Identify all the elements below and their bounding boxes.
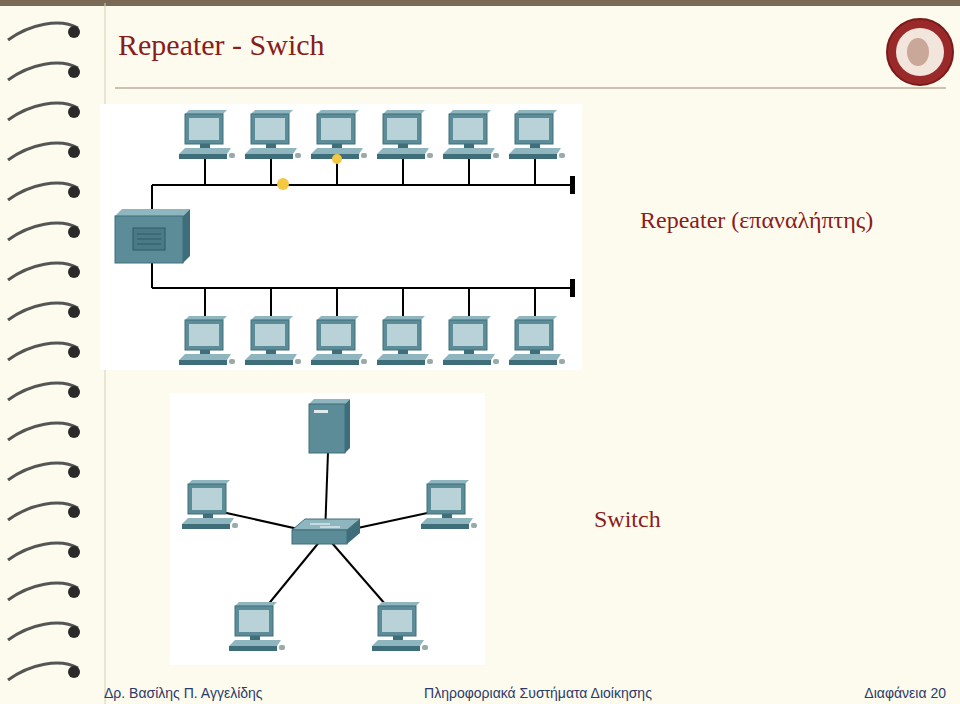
spiral-ring <box>8 63 78 80</box>
binding-hole <box>68 226 80 238</box>
computer-icon <box>372 602 428 651</box>
computer-icon <box>179 316 235 365</box>
title-rule <box>115 87 946 88</box>
binding-hole <box>68 546 80 558</box>
binding-hole <box>68 306 80 318</box>
spiral-ring <box>8 463 78 480</box>
spiral-ring <box>8 623 78 640</box>
binding-hole <box>68 146 80 158</box>
repeater-network <box>115 110 575 365</box>
spiral-ring <box>8 383 78 400</box>
top-bar <box>0 0 960 6</box>
binding-hole <box>68 626 80 638</box>
binding-hole <box>68 66 80 78</box>
spiral-ring <box>8 543 78 560</box>
spiral-ring <box>8 303 78 320</box>
binding-hole <box>68 506 80 518</box>
computer-icon <box>509 316 565 365</box>
spiral-ring <box>8 223 78 240</box>
spiral-ring <box>8 263 78 280</box>
spiral-ring <box>8 663 78 680</box>
computer-icon <box>443 110 499 159</box>
university-logo <box>887 19 953 85</box>
binding-hole <box>68 346 80 358</box>
binding-hole <box>68 666 80 678</box>
binding-hole <box>68 586 80 598</box>
spiral-ring <box>8 343 78 360</box>
binding-hole <box>68 186 80 198</box>
computer-icon <box>179 110 235 159</box>
switch-panel <box>170 393 485 665</box>
spiral-ring <box>8 183 78 200</box>
computer-icon <box>311 110 367 159</box>
computer-icon <box>245 110 301 159</box>
spiral-ring <box>8 143 78 160</box>
computer-icon <box>377 316 433 365</box>
switch-network <box>182 399 477 651</box>
binding-hole <box>68 266 80 278</box>
server-tower <box>309 399 350 453</box>
author-footer: Δρ. Βασίλης Π. Αγγελίδης <box>104 685 263 701</box>
slide-number: Διαφάνεια 20 <box>864 685 946 701</box>
signal-dot <box>277 178 289 190</box>
spiral-ring <box>8 423 78 440</box>
course-footer: Πληροφοριακά Συστήματα Διοίκησης <box>424 685 652 701</box>
binding-hole <box>68 426 80 438</box>
spiral-ring <box>8 583 78 600</box>
computer-icon <box>311 316 367 365</box>
spiral-ring <box>8 503 78 520</box>
computer-icon <box>245 316 301 365</box>
spiral-ring <box>8 23 78 40</box>
switch-device <box>292 519 360 544</box>
binding-hole <box>68 386 80 398</box>
computer-icon <box>509 110 565 159</box>
binding-hole <box>68 106 80 118</box>
computer-icon <box>421 480 477 529</box>
repeater-panel <box>100 104 582 370</box>
repeater-device <box>115 209 190 263</box>
computer-icon <box>443 316 499 365</box>
device-label: Switch <box>594 506 661 533</box>
signal-dot <box>332 154 342 164</box>
spiral-ring <box>8 103 78 120</box>
spiral-binding <box>8 23 80 680</box>
computer-icon <box>182 480 238 529</box>
binding-hole <box>68 466 80 478</box>
computer-icon <box>229 602 285 651</box>
slide-title: Repeater - Swich <box>118 28 325 62</box>
device-label: Repeater (επαναλήπτης) <box>640 207 873 234</box>
computer-icon <box>377 110 433 159</box>
binding-hole <box>68 26 80 38</box>
